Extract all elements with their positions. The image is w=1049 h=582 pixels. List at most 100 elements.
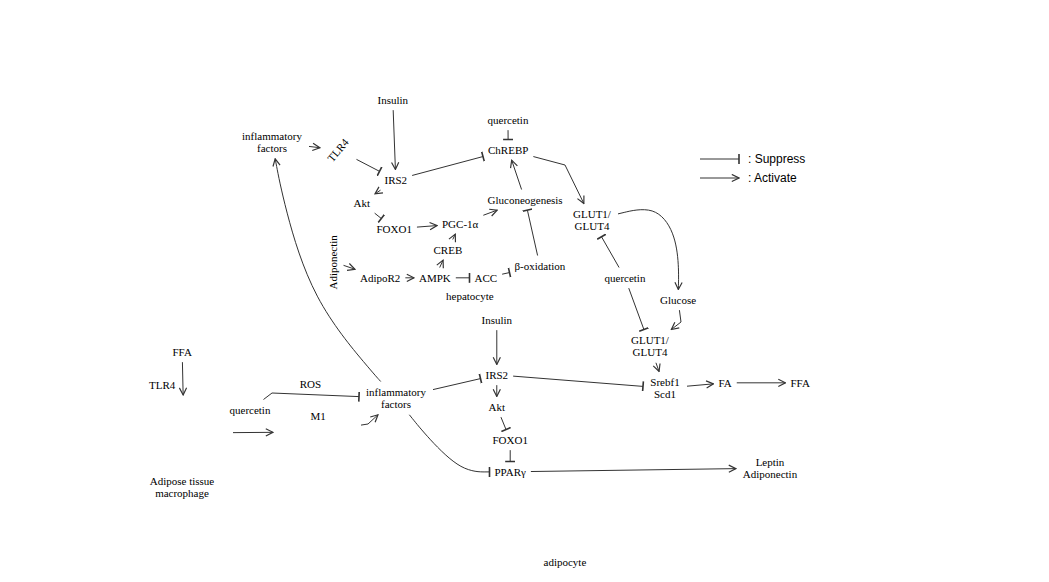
cell-name: Adipose tissue macrophage	[145, 475, 219, 500]
macrophage-cell	[142, 401, 225, 466]
molecule-name: Adiponectin	[327, 235, 340, 289]
cell-outline	[138, 398, 230, 468]
molecule-label: quercetin	[486, 113, 531, 128]
molecule-label: inflammatory factors	[362, 385, 430, 412]
molecule-name: FFA	[173, 346, 192, 359]
activation-arrow	[182, 362, 184, 395]
molecule-name: Akt	[489, 401, 506, 414]
molecule-name: TLR4	[325, 136, 352, 164]
activation-arrow	[483, 210, 497, 215]
activation-arrow	[687, 384, 714, 386]
suppression-line	[629, 288, 644, 329]
activation-arrow	[344, 265, 355, 269]
cell-region: adipocyteGLUT1/ GLUT4IRS2Srebf1 Scd1FAFF…	[430, 330, 950, 576]
nucleus	[443, 421, 587, 489]
cell-membrane	[343, 94, 682, 309]
cell-membrane	[431, 331, 949, 575]
molecule-name: Insulin	[482, 314, 513, 327]
activation-arrow	[737, 382, 786, 383]
legend-row: : Activate	[698, 168, 805, 187]
cell-region: M1	[276, 402, 358, 462]
nucleus	[169, 425, 199, 447]
molecule-label: FFA	[789, 376, 812, 391]
cell-name: adipocyte	[544, 556, 587, 569]
suppression-line	[527, 210, 537, 255]
molecule-label: AdipoR2	[358, 271, 402, 286]
activation-arrow	[531, 469, 736, 472]
molecule-name: FFA	[791, 377, 810, 390]
molecule-name: AdipoR2	[360, 272, 400, 285]
activation-arrow	[496, 385, 497, 396]
suppression-line	[513, 376, 643, 386]
activation-arrow	[496, 330, 497, 364]
nucleus	[306, 431, 330, 449]
suppression-line	[433, 379, 481, 390]
molecule-label: FOXO1	[375, 222, 414, 237]
legend-row: : Suppress	[698, 149, 805, 168]
molecule-name: Insulin	[378, 94, 409, 107]
suppression-line	[263, 393, 359, 400]
molecule-name: inflammatory factors	[240, 130, 304, 155]
molecule-label: IRS2	[383, 173, 410, 188]
activation-arrow	[275, 159, 381, 382]
suppression-line	[501, 417, 506, 429]
molecule-label: GLUT1/ GLUT4	[627, 333, 673, 360]
molecule-label: quercetin	[603, 271, 648, 286]
activation-arrow	[233, 432, 273, 433]
molecule-label: PPARγ	[493, 465, 528, 480]
molecule-name: quercetin	[230, 404, 271, 417]
activation-arrow	[671, 310, 681, 329]
molecule-label: Gluconeogenesis	[486, 193, 565, 208]
molecule-label: Adiponectin	[326, 233, 341, 291]
molecule-label: CREB	[432, 243, 465, 258]
activation-arrow	[440, 260, 443, 267]
cell-name: M1	[311, 410, 326, 423]
molecule-name: FA	[719, 377, 732, 390]
legend-text: : Suppress	[748, 152, 805, 166]
legend-sample	[698, 172, 744, 184]
suppression-line	[375, 213, 382, 218]
molecule-label: Akt	[487, 400, 508, 415]
molecule-name: PGC-1α	[442, 218, 478, 231]
receptor-symbol	[182, 375, 192, 401]
molecule-name: quercetin	[605, 272, 646, 285]
molecule-name: IRS2	[385, 174, 408, 187]
molecule-name: ACC	[475, 272, 498, 285]
molecule-label: Akt	[352, 196, 373, 211]
molecule-name: Gluconeogenesis	[488, 194, 563, 207]
activation-arrow	[405, 277, 414, 278]
molecule-name: FOXO1	[493, 434, 528, 447]
molecule-name: TLR4	[149, 379, 175, 392]
molecule-name: GLUT1/ GLUT4	[571, 208, 613, 233]
suppression-line	[510, 450, 511, 461]
suppression-line	[502, 273, 509, 275]
activation-arrow	[393, 110, 395, 169]
molecule-label: Glucose	[658, 293, 698, 308]
suppression-line	[456, 277, 470, 278]
molecule-name: IRS2	[486, 369, 509, 382]
molecule-label: quercetin	[228, 403, 273, 418]
molecule-label: inflammatory factors	[238, 129, 306, 156]
molecule-name: AMPK	[419, 272, 451, 285]
molecule-name: GLUT1/ GLUT4	[629, 334, 671, 359]
activation-arrow	[417, 226, 437, 228]
molecule-name: CREB	[434, 244, 463, 257]
molecule-name: FOXO1	[377, 223, 412, 236]
suppression-line	[409, 415, 489, 472]
cell-region: Adipose tissue macrophage	[138, 398, 230, 468]
cell-name: hepatocyte	[446, 290, 494, 303]
molecule-label: TLR4	[323, 134, 354, 167]
activation-arrow	[453, 234, 456, 239]
molecule-name: ChREBP	[488, 144, 528, 157]
molecule-label: ChREBP	[486, 143, 530, 158]
molecule-label: FFA	[171, 345, 194, 360]
suppression-line	[508, 130, 509, 139]
suppression-line	[602, 237, 620, 268]
molecule-label: PGC-1α	[440, 217, 480, 232]
legend-sample	[698, 153, 744, 165]
molecule-label: AMPK	[417, 271, 453, 286]
legend-line	[700, 158, 739, 159]
activation-arrow	[309, 146, 320, 147]
molecule-label: FA	[717, 376, 734, 391]
